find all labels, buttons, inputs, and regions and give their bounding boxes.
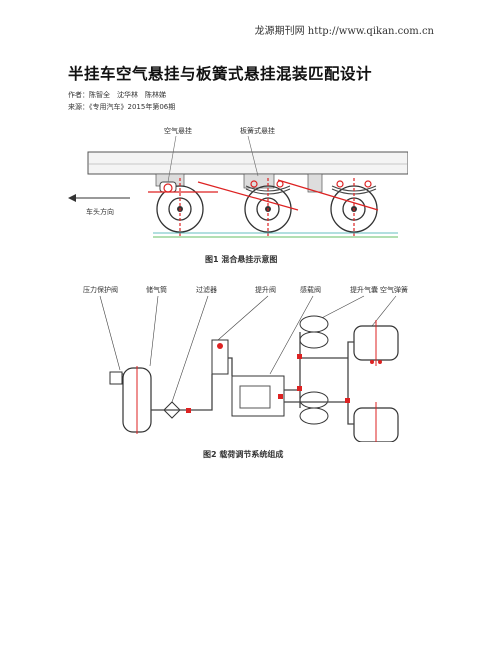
label-filter: 过滤器 <box>196 285 217 294</box>
figure-1-caption: 图1 混合悬挂示意图 <box>205 255 278 264</box>
site-header: 龙源期刊网 http://www.qikan.com.cn <box>254 26 434 37</box>
source-line: 来源：《专用汽车》2015年第06期 <box>68 103 176 111</box>
document-title: 半挂车空气悬挂与板簧式悬挂混装匹配设计 <box>68 65 373 83</box>
authors-line: 作者：陈智全 沈华林 陈林娣 <box>68 91 166 99</box>
label-lift-valve: 提升阀 <box>255 285 276 294</box>
label-front-direction: 车头方向 <box>86 207 114 216</box>
label-load-sensing-valve: 感载阀 <box>300 285 321 294</box>
figure-2-load-control-system: 压力保护阀 储气筒 过滤器 提升阀 感载阀 提升气囊 空气弹簧 <box>68 282 418 442</box>
label-air-reservoir: 储气筒 <box>146 285 167 294</box>
label-leaf-suspension: 板簧式悬挂 <box>240 126 275 135</box>
label-pressure-protection-valve: 压力保护阀 <box>83 285 118 294</box>
label-air-suspension: 空气悬挂 <box>164 126 192 135</box>
label-lift-airbag: 提升气囊 <box>350 285 378 294</box>
figure-2-caption: 图2 载荷调节系统组成 <box>203 450 284 459</box>
figure-1-mixed-suspension: 空气悬挂 板簧式悬挂 车头方向 <box>68 120 408 245</box>
label-air-spring: 空气弹簧 <box>380 285 408 294</box>
